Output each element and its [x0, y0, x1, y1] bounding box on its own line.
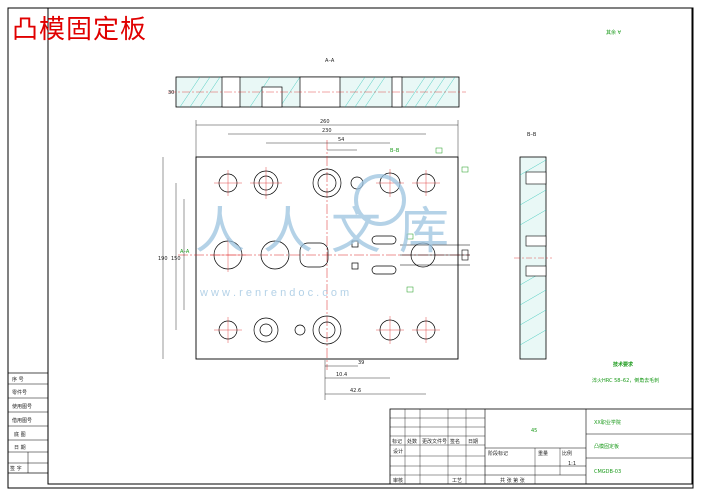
svg-text:阶段标记: 阶段标记 [488, 450, 508, 457]
watermark-text: 人人文库 [195, 202, 467, 260]
svg-text:重量: 重量 [538, 450, 548, 457]
strip-label: 日 期 [14, 445, 26, 451]
material: 45 [531, 428, 537, 434]
svg-text:审核: 审核 [393, 477, 403, 484]
inner-frame [47, 7, 693, 485]
dim-label: 42.6 [350, 388, 361, 394]
left-info-strip: 序 号 零件号 使用图号 借用图号 底 图 日 期 签 字 [7, 372, 49, 474]
section-aa-label: A–A [325, 58, 335, 64]
strip-label: 借用图号 [12, 417, 32, 424]
watermark: 人人文库 w w w . r e n r e n d o c . c o m [195, 174, 467, 299]
scale-value: 1:1 [568, 461, 576, 467]
org-name: XX职业学院 [594, 419, 621, 426]
dim-label: 230 [322, 128, 332, 134]
dim-label: 190 [158, 256, 168, 262]
dim-label: 10.4 [336, 372, 347, 378]
svg-text:处数: 处数 [407, 438, 417, 445]
dim-label: 150 [171, 256, 181, 262]
title-block [389, 408, 693, 485]
svg-text:A–A: A–A [180, 249, 190, 255]
svg-text:日期: 日期 [468, 439, 478, 445]
svg-text:更改文件号: 更改文件号 [422, 438, 447, 445]
svg-text:比例: 比例 [562, 450, 572, 457]
svg-text:设计: 设计 [393, 448, 403, 455]
svg-text:B–B: B–B [390, 148, 400, 154]
roughness-note: 其余 ∀ [606, 29, 622, 36]
section-aa-view: A–A 30 [168, 58, 466, 108]
section-bb-view: B–B [514, 132, 552, 360]
svg-text:标记: 标记 [392, 438, 402, 445]
part-name: 凸模固定板 [594, 443, 619, 450]
strip-label: 使用图号 [12, 403, 32, 410]
strip-label: 底 图 [14, 431, 26, 438]
strip-label: 序 号 [12, 376, 24, 383]
svg-text:共 张 第 张: 共 张 第 张 [500, 477, 525, 484]
drawing-number: CMGDB-03 [594, 469, 621, 475]
strip-label: 零件号 [12, 389, 27, 396]
dim-label: 260 [320, 119, 330, 125]
drawing-title: 凸模固定板 [12, 15, 148, 45]
tech-line: 淬火HRC 58–62，倒角去毛刺 [592, 377, 659, 384]
section-bb-label: B–B [527, 132, 537, 138]
dim-label: 54 [338, 137, 344, 143]
svg-text:工艺: 工艺 [452, 478, 462, 484]
dim-label: 39 [358, 360, 364, 366]
strip-label: 签 字 [10, 465, 22, 472]
tech-heading: 技术要求 [613, 361, 634, 368]
svg-text:30: 30 [168, 90, 174, 96]
dimensions [162, 120, 459, 400]
watermark-url: w w w . r e n r e n d o c . c o m [199, 287, 349, 299]
svg-text:签名: 签名 [450, 438, 460, 445]
